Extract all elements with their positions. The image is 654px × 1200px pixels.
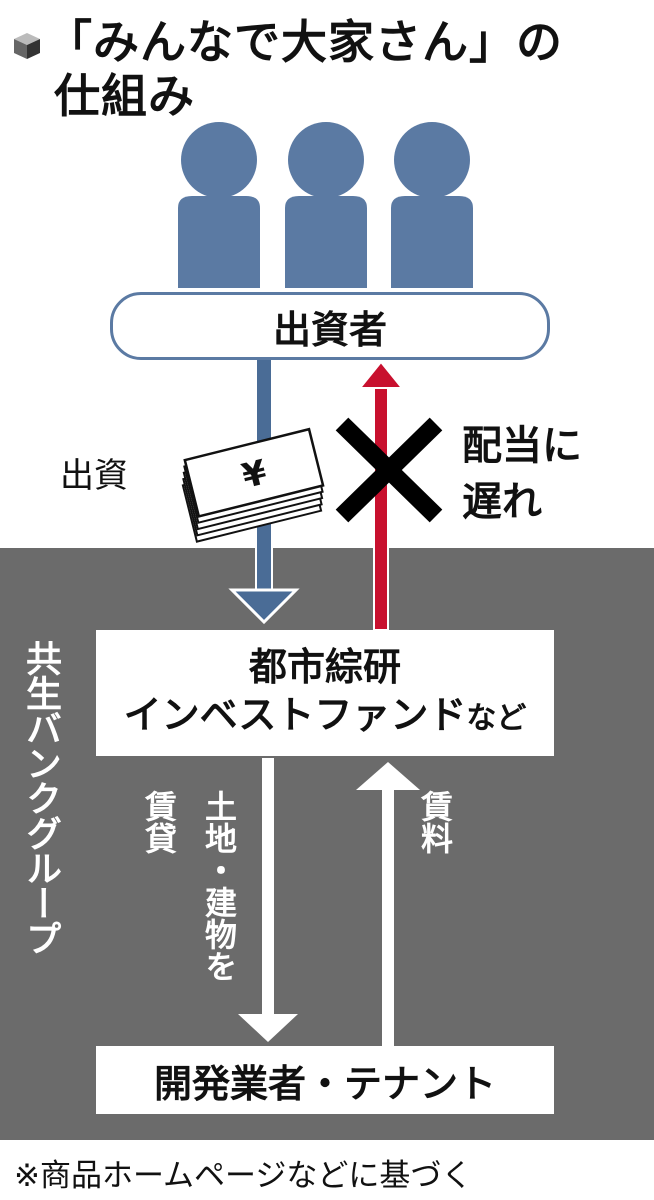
land-lease-arrow [238, 758, 298, 1042]
fund-name-line-2: インベストファンドなど [124, 691, 527, 743]
investment-label: 出資 [60, 456, 128, 496]
dividend-delay-label: 配当に 遅れ [462, 418, 582, 530]
cube-icon [14, 32, 40, 59]
footnote: ※商品ホームページなどに基づく [14, 1158, 473, 1194]
person-icon [178, 122, 260, 288]
person-icon [285, 122, 367, 288]
fund-box: 都市綜研 インベストファンドなど [96, 630, 554, 756]
money-stack-icon: ¥ [181, 427, 325, 543]
fund-name-suffix: など [466, 701, 527, 736]
rent-label: 賃料 [416, 790, 454, 854]
dividend-delay-line-2: 遅れ [462, 479, 542, 525]
tenant-box: 開発業者・テナント [96, 1046, 554, 1114]
fund-name-main: インベストファンド [123, 693, 467, 737]
person-icon [391, 122, 473, 288]
land-buildings-label: 土地・建物を [200, 790, 238, 982]
title-text-1: 「みんなで大家さん」の [46, 15, 563, 69]
rent-arrow [356, 762, 420, 1048]
investor-box: 出資者 [110, 292, 550, 360]
title-line-2: 仕組み [54, 69, 195, 123]
title-line-1: 「みんなで大家さん」の [12, 6, 563, 72]
fund-name-line-1: 都市綜研 [248, 645, 401, 689]
group-label: 共生バンクグループ [20, 640, 61, 955]
investors-figures [178, 122, 473, 288]
cross-icon [335, 417, 443, 523]
dividend-delay-line-1: 配当に [462, 423, 582, 469]
lease-out-label: 賃貸 [140, 790, 178, 854]
